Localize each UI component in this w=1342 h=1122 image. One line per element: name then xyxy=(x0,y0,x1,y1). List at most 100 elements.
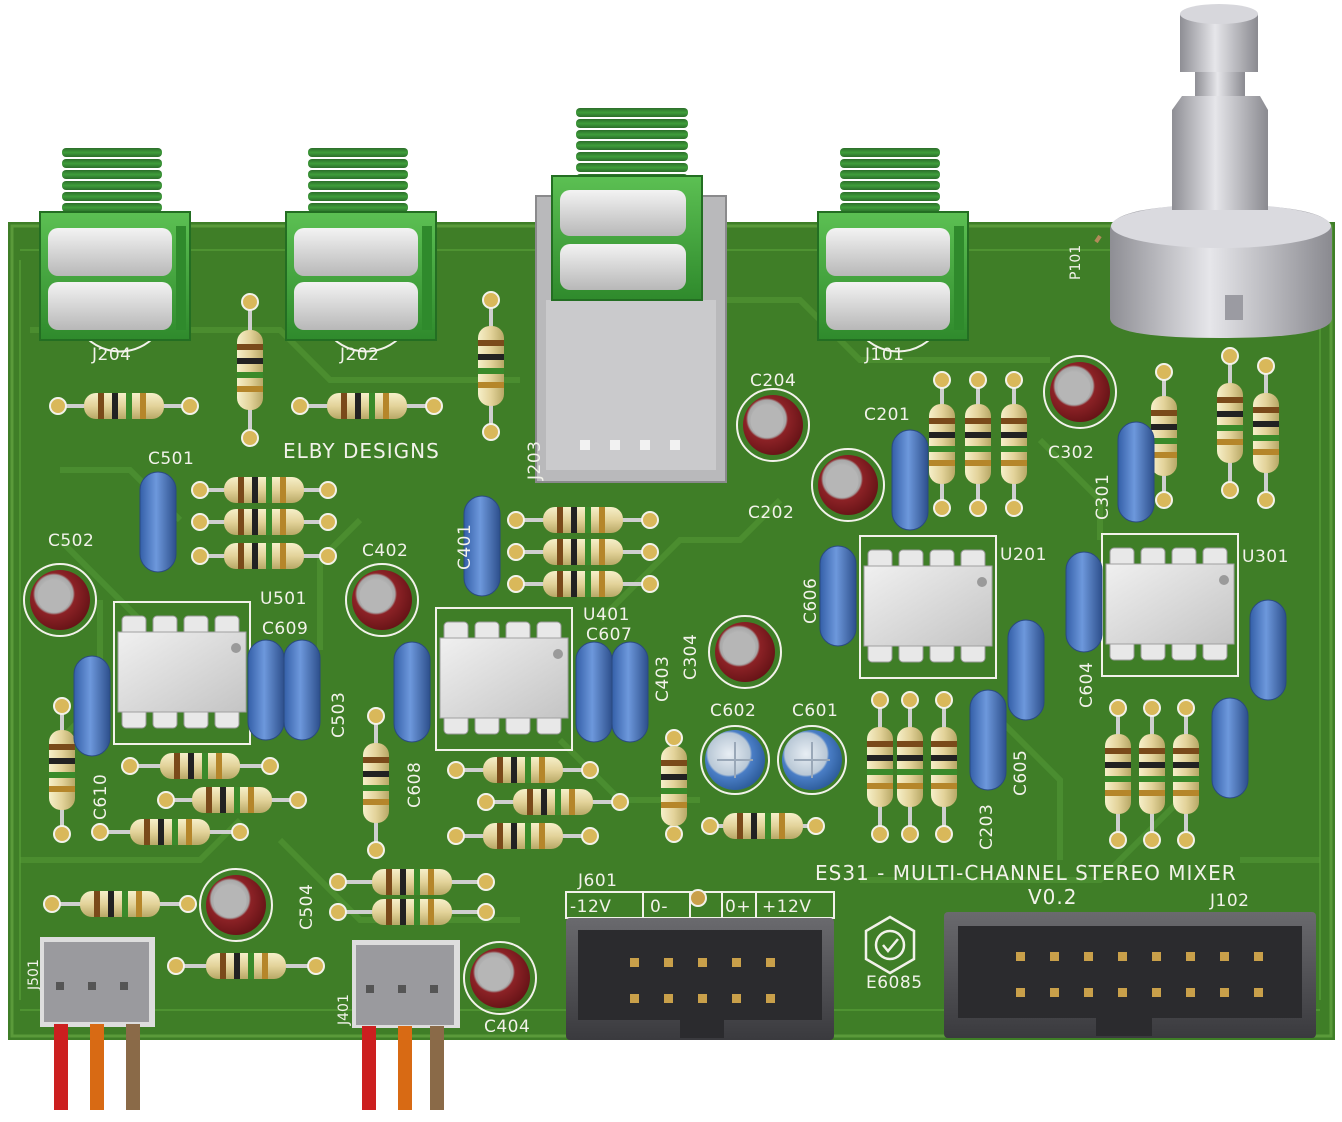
label-c607: C607 xyxy=(586,625,632,645)
label-c202: C202 xyxy=(748,503,794,523)
resistor xyxy=(1001,371,1027,517)
header-j401[interactable]: J401 xyxy=(336,940,460,1110)
resistor xyxy=(43,891,197,917)
power-label-pos12: +12V xyxy=(762,897,812,917)
pin xyxy=(1050,952,1059,961)
resistor xyxy=(931,691,957,843)
label-c610: C610 xyxy=(91,774,111,820)
rcm-mark-icon xyxy=(864,915,916,975)
label-c605: C605 xyxy=(1011,750,1031,796)
j501-label: J501 xyxy=(26,959,42,991)
pin xyxy=(1186,952,1195,961)
resistor xyxy=(157,787,307,813)
label-c201: C201 xyxy=(864,405,910,425)
resistor xyxy=(191,477,337,503)
label-c502: C502 xyxy=(48,531,94,551)
j601-label: J601 xyxy=(577,871,617,891)
jack-j204[interactable]: J204 xyxy=(39,148,191,365)
label-c403: C403 xyxy=(653,656,673,702)
capacitor-c302 xyxy=(1043,355,1117,429)
resistor xyxy=(929,371,955,517)
power-label-neg12: -12V xyxy=(570,897,611,917)
pin xyxy=(732,958,741,967)
capacitor-c402 xyxy=(345,563,419,637)
capacitor-c503 xyxy=(283,639,321,741)
capacitor-c303 xyxy=(1211,697,1249,799)
pin xyxy=(1220,988,1229,997)
capacitor-c606 xyxy=(819,545,857,647)
jack-j101-label: J101 xyxy=(864,345,904,365)
resistor xyxy=(447,823,599,849)
capacitor-c203 xyxy=(969,689,1007,791)
resistor xyxy=(237,293,263,447)
capacitor-c605 xyxy=(1007,619,1045,721)
pin xyxy=(630,958,639,967)
ic-u301: U301 xyxy=(1101,533,1289,677)
jack-j203[interactable]: J203 xyxy=(525,108,727,483)
capacitor-c601 xyxy=(777,725,847,795)
label-c401: C401 xyxy=(455,524,475,570)
j102-label: J102 xyxy=(1209,891,1249,911)
resistor xyxy=(1105,699,1131,849)
capacitors xyxy=(23,355,1287,1015)
resistor xyxy=(1217,347,1243,499)
capacitor-c301 xyxy=(1117,421,1155,523)
jack-j202[interactable]: J202 xyxy=(285,148,437,365)
pin xyxy=(1254,952,1263,961)
ic-u301-label: U301 xyxy=(1242,547,1289,567)
label-c608: C608 xyxy=(405,762,425,808)
resistor xyxy=(191,509,337,535)
header-j501[interactable]: J501 xyxy=(26,937,155,1110)
ic-u201-label: U201 xyxy=(1000,545,1047,565)
bus-connector[interactable]: J102 xyxy=(944,891,1316,1038)
pin xyxy=(1050,988,1059,997)
label-c606: C606 xyxy=(801,578,821,624)
pin xyxy=(1118,988,1127,997)
capacitor-c504 xyxy=(199,868,273,942)
resistor xyxy=(191,543,337,569)
label-c204: C204 xyxy=(750,371,796,391)
pin xyxy=(698,994,707,1003)
pin xyxy=(664,958,673,967)
capacitor-c202 xyxy=(811,448,885,522)
capacitor-c608 xyxy=(393,641,431,743)
label-c503: C503 xyxy=(329,692,349,738)
jack-j203-label: J203 xyxy=(525,441,545,481)
capacitor-c204 xyxy=(736,388,810,462)
capacitor-c602 xyxy=(700,725,770,795)
capacitor-c609 xyxy=(247,639,285,741)
label-c301: C301 xyxy=(1093,474,1113,520)
resistor xyxy=(1151,363,1177,509)
jack-j101[interactable]: J101 xyxy=(817,148,969,365)
pin xyxy=(1220,952,1229,961)
resistor xyxy=(291,393,443,419)
label-c604: C604 xyxy=(1077,662,1097,708)
capacitor-c604 xyxy=(1065,551,1103,653)
ic-u201: U201 xyxy=(859,535,1047,679)
label-c304: C304 xyxy=(681,634,701,680)
pin xyxy=(766,958,775,967)
pin xyxy=(1016,952,1025,961)
capacitor-c610 xyxy=(73,655,111,757)
pin xyxy=(1186,988,1195,997)
power-connector[interactable]: J601 -12V 0- 0+ +12V xyxy=(565,871,835,1040)
board-title: ES31 - MULTI-CHANNEL STEREO MIXER xyxy=(815,861,1237,885)
resistor xyxy=(965,371,991,517)
j401-label: J401 xyxy=(336,994,352,1026)
potentiometer[interactable]: P101 xyxy=(1068,4,1332,338)
resistor xyxy=(49,393,199,419)
resistor xyxy=(447,757,599,783)
resistor xyxy=(91,819,249,845)
capacitor-c403 xyxy=(611,641,649,743)
capacitor-c603 xyxy=(1249,599,1287,701)
label-c609: C609 xyxy=(262,619,308,639)
ic-u501: U501 xyxy=(113,589,306,745)
resistor xyxy=(661,729,687,843)
compliance-code: E6085 xyxy=(866,973,923,993)
pin xyxy=(1152,952,1161,961)
resistor xyxy=(167,953,325,979)
